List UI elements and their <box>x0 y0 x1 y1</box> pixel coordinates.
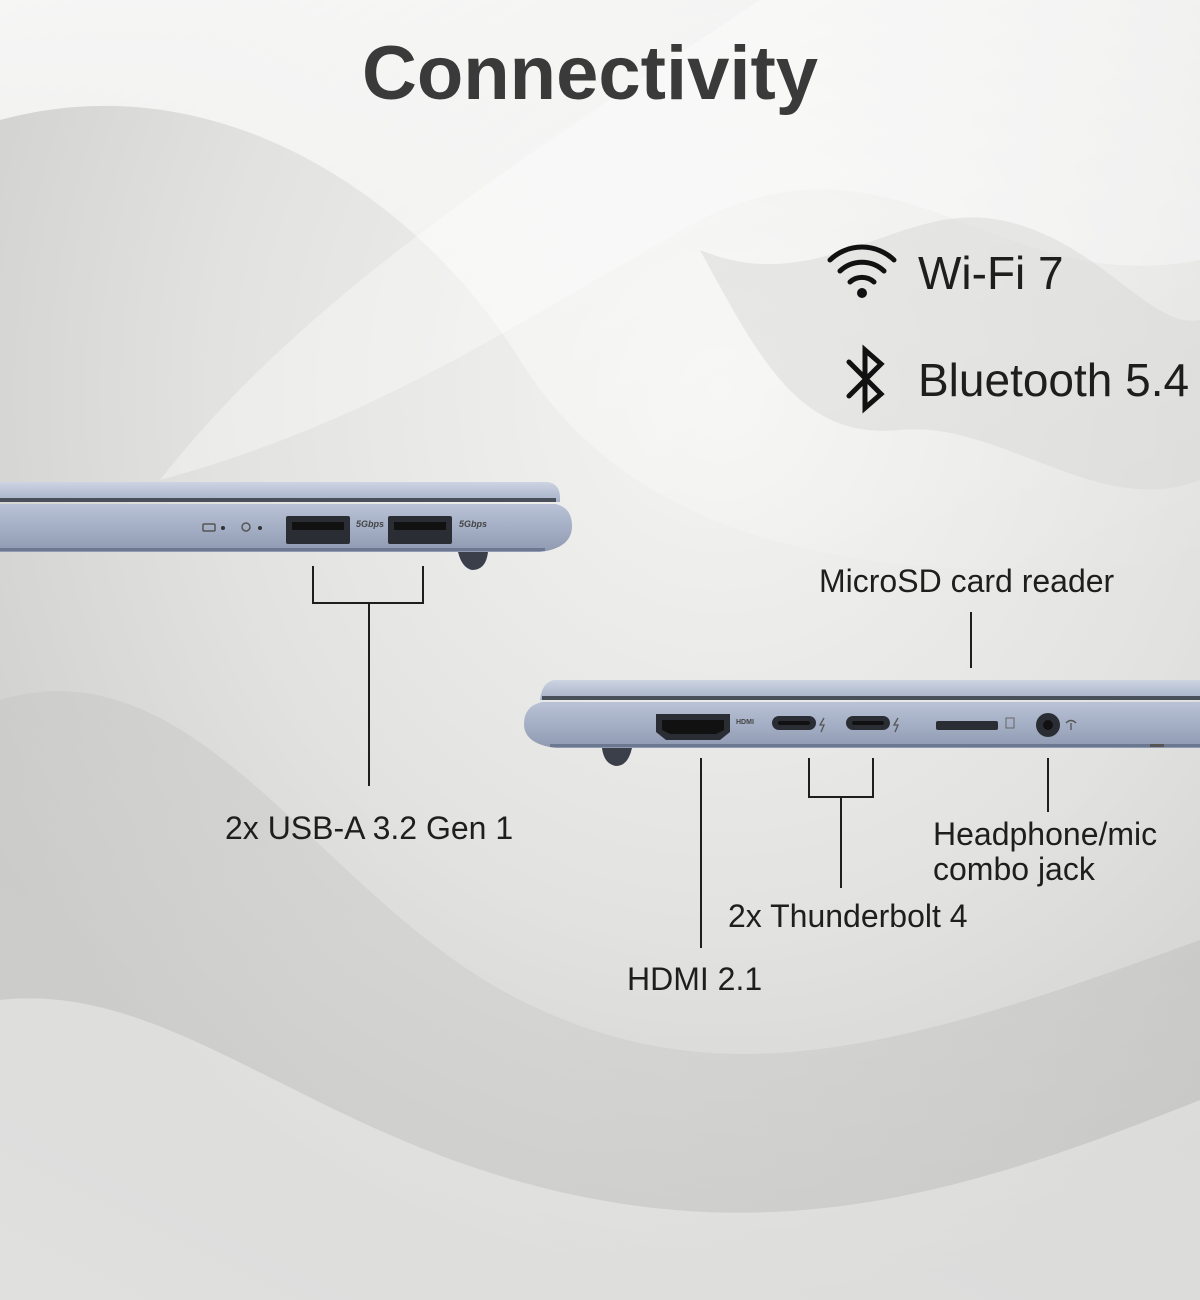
thunderbolt-port-1 <box>772 716 825 733</box>
hdmi-leader-line <box>700 758 702 948</box>
audio-label-line1: Headphone/mic <box>933 816 1158 852</box>
bluetooth-icon <box>846 344 885 414</box>
battery-indicator-icon <box>202 523 216 532</box>
page-title: Connectivity <box>361 31 819 116</box>
audio-leader-line <box>1047 758 1049 812</box>
hdmi-port <box>656 714 730 740</box>
wifi-icon <box>827 244 897 298</box>
usb-badge-1: 5Gbps <box>356 519 385 529</box>
usb-a-label: 2x USB-A 3.2 Gen 1 <box>225 810 514 846</box>
microsd-slot <box>936 717 1015 730</box>
laptop-right-side <box>524 680 1200 766</box>
usb-bracket-left <box>312 566 314 604</box>
power-indicator-icon <box>241 522 251 532</box>
usb-leader-line <box>368 602 370 786</box>
audio-label-line2: combo jack <box>933 851 1095 887</box>
usb-badge-2: 5Gbps <box>459 519 488 529</box>
usb-a-port-1 <box>286 516 350 544</box>
audio-jack <box>1036 713 1077 737</box>
hdmi-port-text: HDMI <box>736 719 754 726</box>
thunderbolt-bracket-left <box>808 758 810 798</box>
usb-a-port-2 <box>388 516 452 544</box>
thunderbolt-port-2 <box>846 716 899 733</box>
hdmi-label: HDMI 2.1 <box>627 961 763 997</box>
microsd-leader-line <box>970 612 972 668</box>
microsd-label: MicroSD card reader <box>819 563 1115 599</box>
wifi-label: Wi-Fi 7 <box>918 247 1064 299</box>
bluetooth-label: Bluetooth 5.4 <box>918 354 1190 406</box>
usb-bracket-right <box>422 566 424 604</box>
thunderbolt-label: 2x Thunderbolt 4 <box>728 898 968 934</box>
laptop-left-side <box>0 482 572 570</box>
thunderbolt-bracket-right <box>872 758 874 798</box>
thunderbolt-leader-line <box>840 796 842 888</box>
